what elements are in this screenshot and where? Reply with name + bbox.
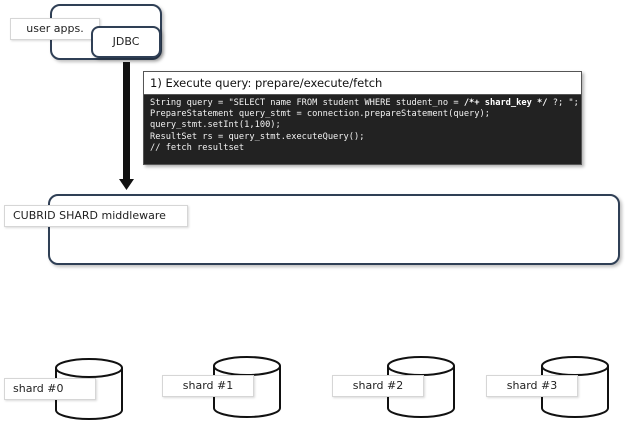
code-line-2: PrepareStatement query_stmt = connection… <box>150 109 490 120</box>
jdbc-box: JDBC <box>91 26 161 58</box>
code-line-5: // fetch resultset <box>150 142 245 153</box>
flow-arrow-head <box>119 179 134 190</box>
shard-0-label: shard #0 <box>4 378 96 400</box>
flow-arrow-shaft <box>123 62 130 180</box>
execute-query-panel: 1) Execute query: prepare/execute/fetch … <box>143 71 582 165</box>
shard-1-label: shard #1 <box>162 375 254 397</box>
code-block: String query = "SELECT name FROM student… <box>144 95 581 164</box>
execute-query-title: 1) Execute query: prepare/execute/fetch <box>144 72 581 95</box>
code-line-1-pre: String query = "SELECT name FROM student… <box>150 98 464 108</box>
code-line-1-post: ?; "; <box>547 98 579 108</box>
shard-key-hint: /*+ shard_key */ <box>463 98 548 108</box>
shard-3-label: shard #3 <box>486 375 578 397</box>
user-apps-label: user apps. <box>10 18 100 40</box>
code-line-4: ResultSet rs = query_stmt.executeQuery()… <box>150 131 365 142</box>
code-line-3: query_stmt.setInt(1,100); <box>150 120 281 131</box>
shard-2-label: shard #2 <box>332 375 424 397</box>
jdbc-label: JDBC <box>112 35 140 48</box>
middleware-label: CUBRID SHARD middleware <box>4 205 188 227</box>
code-line-1: String query = "SELECT name FROM student… <box>150 98 579 109</box>
